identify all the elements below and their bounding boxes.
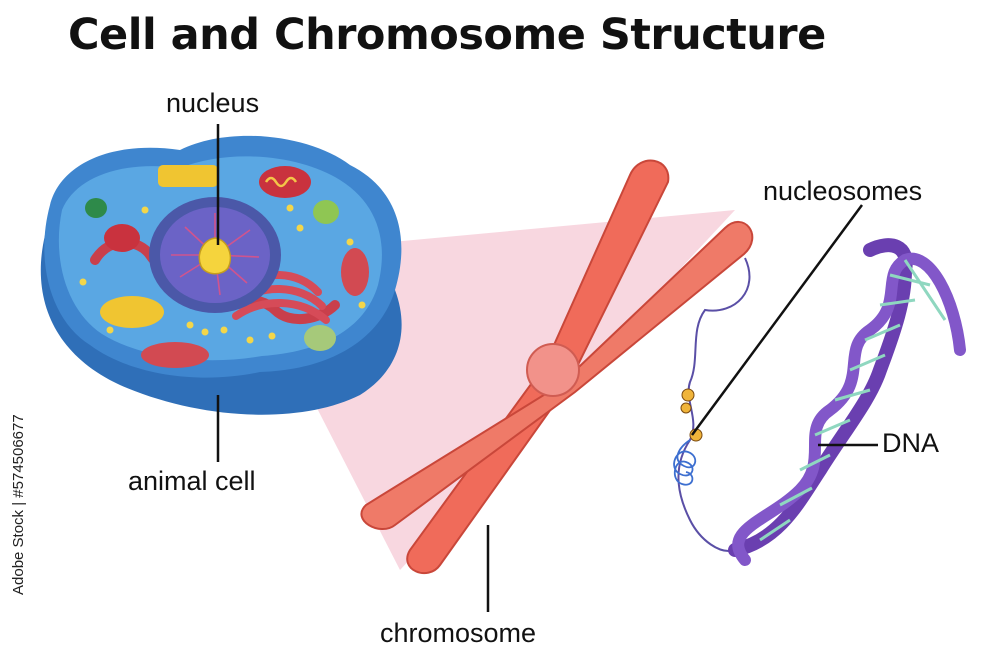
nucleolus bbox=[198, 237, 232, 275]
vesicle-stack bbox=[158, 165, 218, 187]
lysosome-red-2 bbox=[141, 342, 209, 368]
organelle-green-1 bbox=[85, 198, 107, 218]
stock-id-watermark: Adobe Stock | #574506677 bbox=[10, 414, 27, 595]
diagram-title: Cell and Chromosome Structure bbox=[68, 10, 826, 60]
nucleosome-coil bbox=[673, 439, 697, 486]
nucleosomes-label: nucleosomes bbox=[763, 176, 923, 206]
organelle-green-2 bbox=[313, 200, 339, 224]
dna-base-pairs bbox=[759, 259, 947, 542]
lysosome-red-3 bbox=[341, 248, 369, 296]
chromatin-fiber bbox=[677, 257, 751, 552]
nucleus-label: nucleus bbox=[166, 88, 260, 118]
chromatin bbox=[171, 213, 260, 296]
chromosome-illustration bbox=[360, 159, 754, 575]
nucleosomes-leader bbox=[690, 204, 864, 436]
dna-label: DNA bbox=[882, 428, 940, 458]
golgi-yellow bbox=[100, 296, 164, 328]
animal-cell-illustration bbox=[40, 135, 402, 415]
chromatid-right bbox=[360, 221, 754, 531]
organelle-green-3 bbox=[304, 325, 336, 351]
ribosomes bbox=[79, 204, 366, 344]
mitochondrion-cristae bbox=[264, 176, 298, 188]
dna-backbone-1 bbox=[728, 238, 913, 557]
lysosome-red-1 bbox=[104, 224, 140, 252]
dna-illustration bbox=[673, 238, 966, 566]
centromere bbox=[526, 343, 580, 397]
dna-backbone-2 bbox=[732, 252, 966, 566]
chromatid-left bbox=[406, 159, 670, 575]
leader-lines bbox=[216, 124, 878, 612]
animal-cell-label: animal cell bbox=[128, 466, 256, 496]
chromosome-label: chromosome bbox=[380, 618, 537, 648]
